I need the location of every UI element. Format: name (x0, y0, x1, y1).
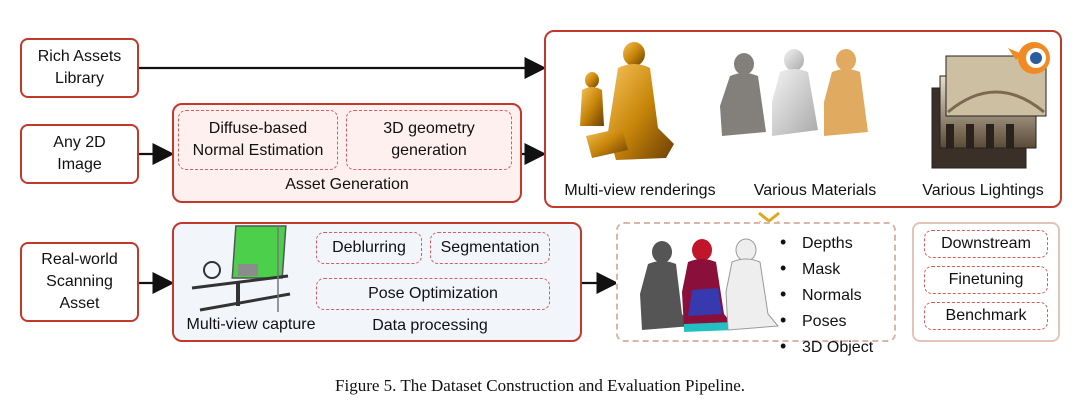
finetuning-box: Finetuning (924, 266, 1048, 294)
renderings-illustration (580, 42, 1050, 169)
output-list: Depths Mask Normals Poses 3D Object (780, 230, 892, 360)
normal-estimation-box: Diffuse-based Normal Estimation (178, 110, 338, 170)
normal-render (682, 239, 734, 332)
any-2d-image-box: Any 2D Image (20, 124, 139, 184)
data-processing-title: Data processing (372, 317, 488, 334)
material-statue-white (772, 49, 818, 136)
asset-generation-title: Asset Generation (285, 176, 409, 193)
depth-render (640, 241, 692, 330)
lighting-environment-maps (931, 55, 1047, 169)
mesh-render (725, 238, 780, 331)
material-statue-dark (720, 53, 766, 136)
capture-rig-illustration (191, 225, 291, 312)
geometry-generation-box: 3D geometry generation (346, 110, 512, 170)
benchmark-box: Benchmark (924, 302, 1048, 330)
pose-optimization-box: Pose Optimization (316, 278, 550, 310)
multi-view-renderings-label: Multi-view renderings (564, 182, 716, 199)
output-item: Depths (780, 230, 892, 256)
downstream-box: Downstream (924, 230, 1048, 258)
output-item: Normals (780, 282, 892, 308)
real-world-scanning-box: Real-world Scanning Asset (20, 242, 139, 322)
multi-view-capture-label: Multi-view capture (186, 316, 316, 333)
asset-generation-panel (172, 103, 522, 203)
segmentation-box: Segmentation (430, 232, 550, 264)
evaluation-panel (912, 222, 1060, 342)
deblurring-box: Deblurring (316, 232, 422, 264)
gold-statue-large (586, 42, 674, 160)
output-item: 3D Object (780, 334, 892, 360)
rich-assets-library-box: Rich Assets Library (20, 38, 139, 98)
output-item: Mask (780, 256, 892, 282)
output-renders-illustration (640, 238, 780, 332)
various-materials-label: Various Materials (753, 182, 877, 199)
gold-statue-small (580, 72, 604, 126)
blender-logo-icon (1008, 42, 1050, 74)
various-lightings-label: Various Lightings (922, 182, 1044, 199)
figure-caption: Figure 5. The Dataset Construction and E… (335, 376, 745, 395)
material-statue-amber (824, 49, 868, 136)
output-item: Poses (780, 308, 892, 334)
